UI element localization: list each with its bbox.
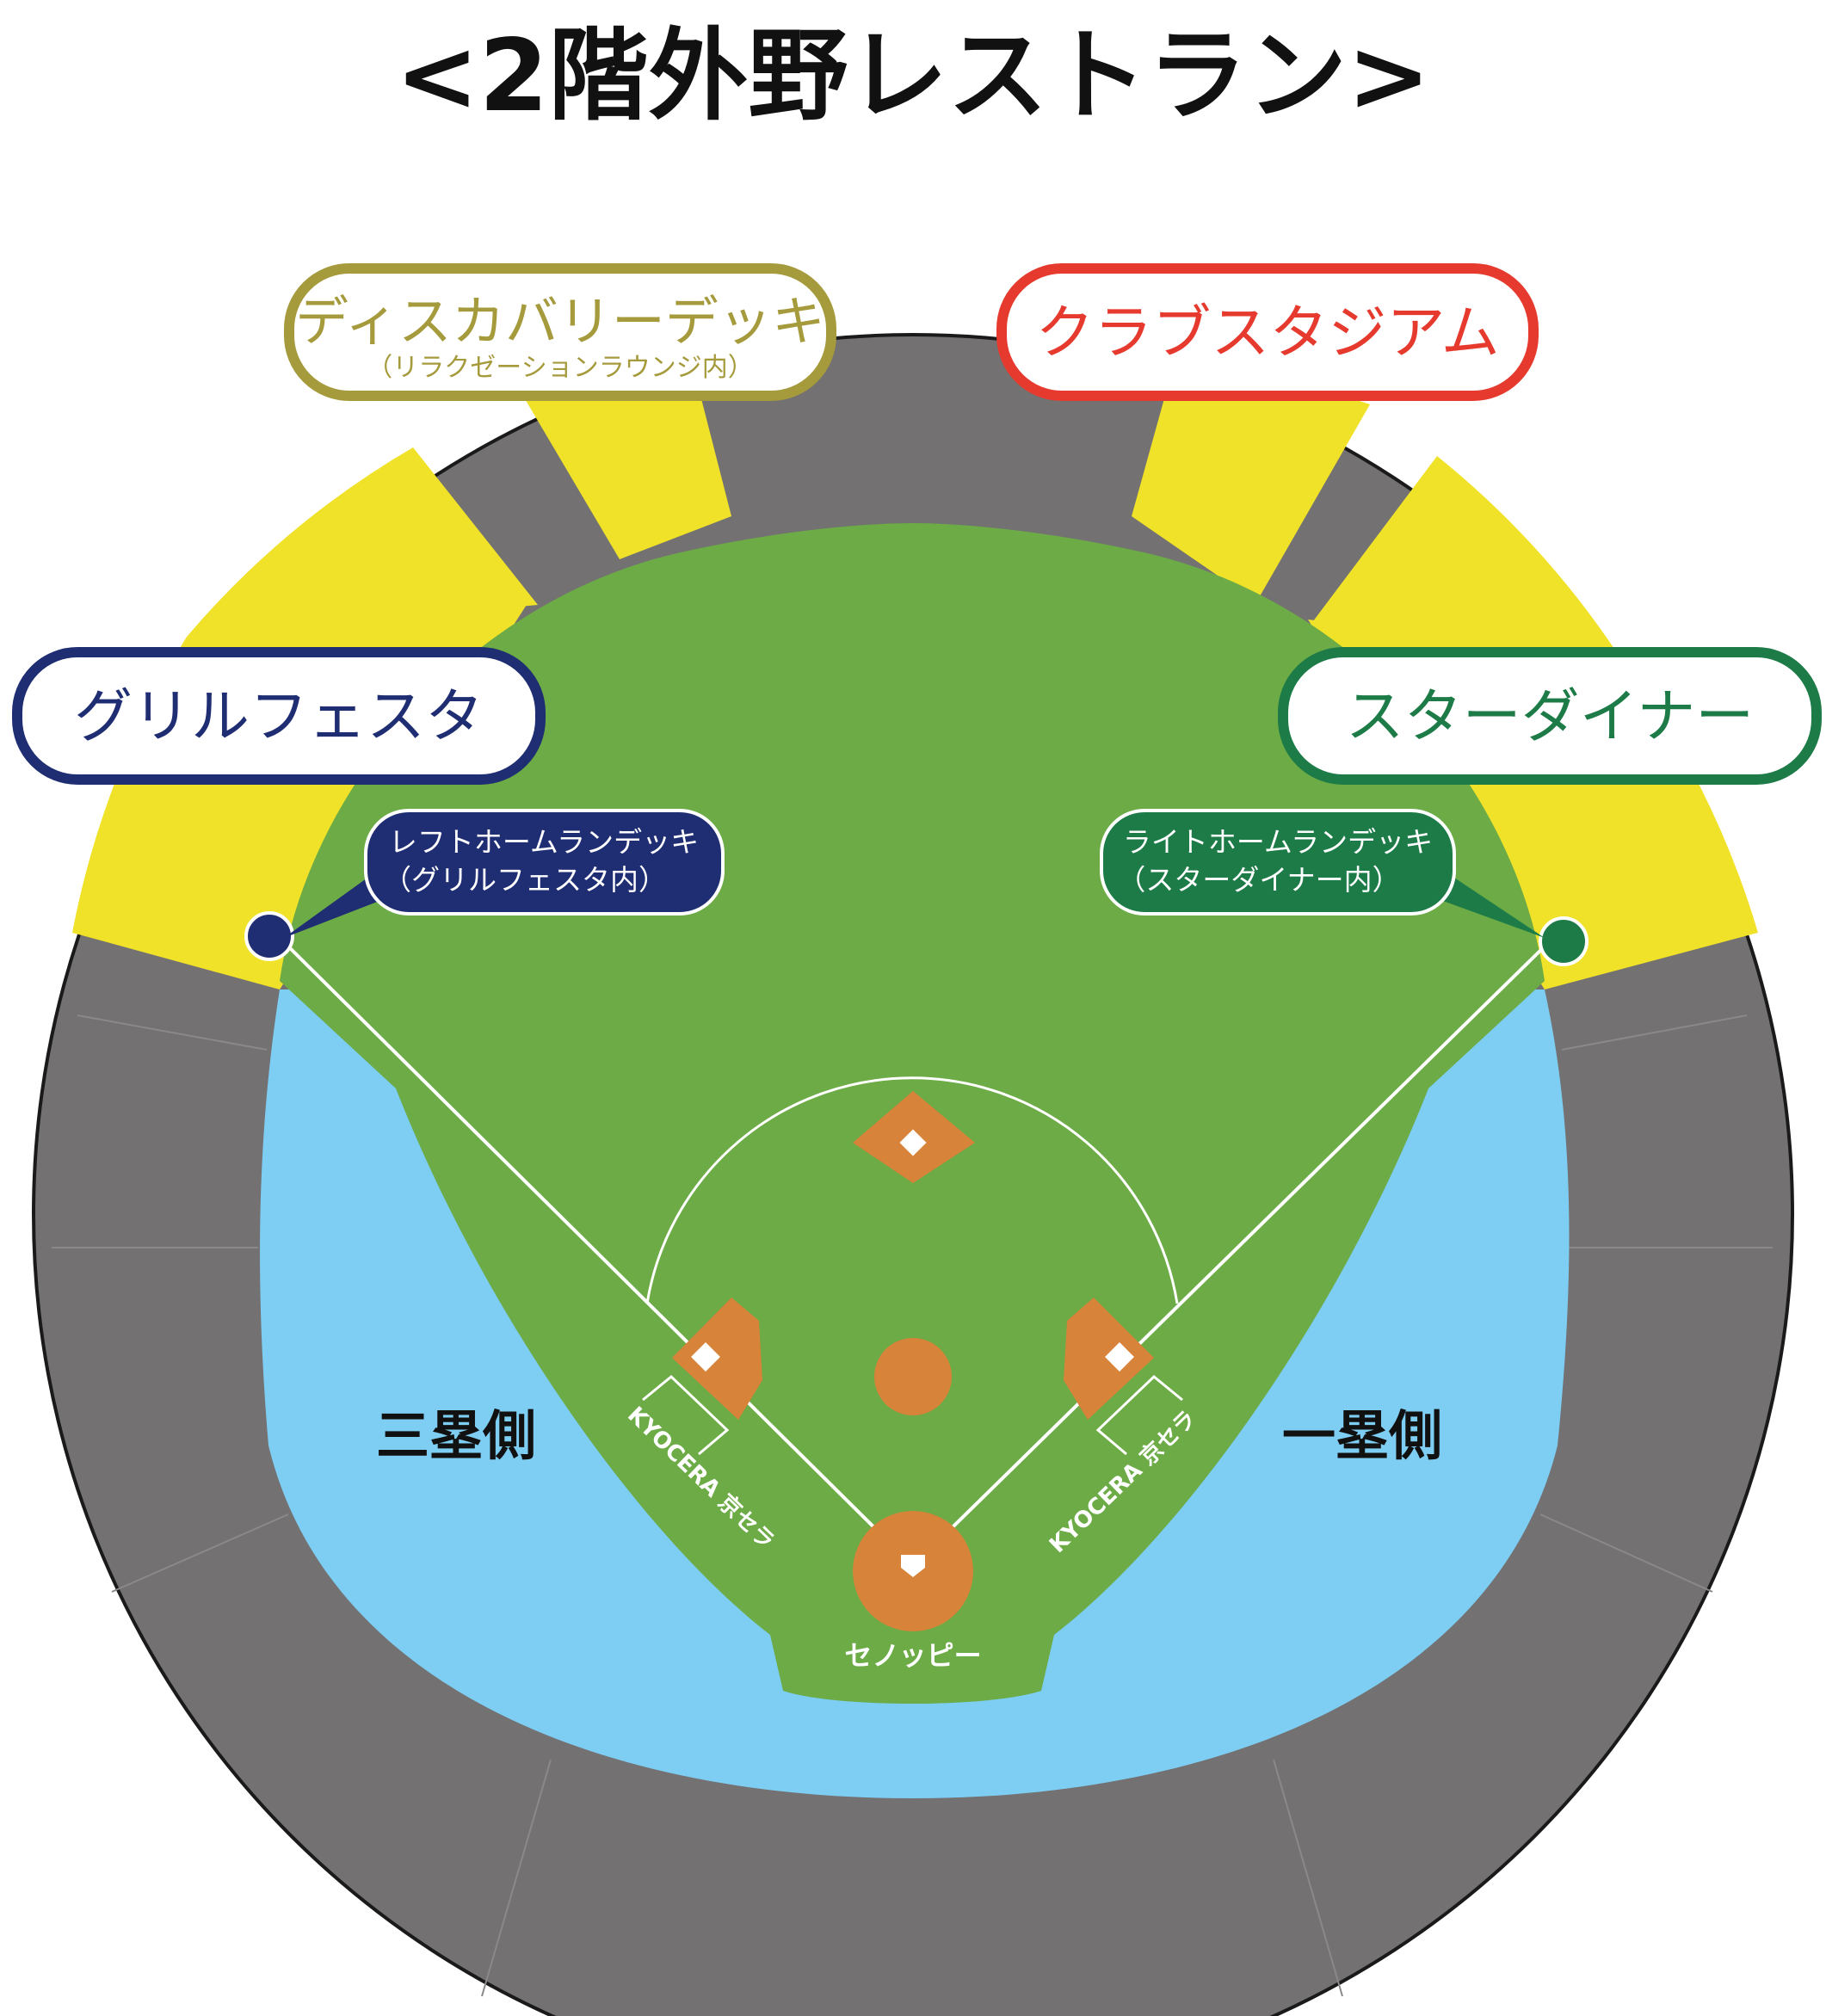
discovery-deck-sub: （リラクゼーションラウンジ内） [367,353,753,383]
right-callout-line1: ライトホームランデッキ [1123,825,1433,859]
left-callout-line2: （グリルフェスタ内） [383,863,667,897]
coach-boxes [642,1374,1183,1456]
second-base [899,1129,927,1156]
first-base [1105,1342,1134,1372]
star-diner-name: スターダイナー [1346,683,1755,751]
home-logo: セノッピー [844,1639,981,1672]
grill-festa-label[interactable]: グリルフェスタ [12,647,546,785]
club-stadium-area-east [1308,456,1618,654]
pitchers-mound [874,1338,952,1415]
club-stadium-name: クラブスタジアム [1035,299,1499,367]
right-homerun-deck-marker[interactable] [1539,916,1588,966]
home-plate [901,1555,925,1577]
left-callout-box [364,809,725,916]
third-base-side-label: 三塁側 [376,1404,536,1467]
club-stadium-label[interactable]: クラブスタジアム [996,263,1539,401]
right-callout-line2: （スターダイナー内） [1117,863,1400,897]
right-callout-box [1100,809,1456,916]
first-base-side-label: 一塁側 [1282,1404,1442,1467]
star-diner-label[interactable]: スターダイナー [1278,647,1822,785]
stand-section-lines [52,1014,1773,1997]
left-callout-line1: レフトホームランデッキ [389,825,699,859]
discovery-deck-area [524,348,731,559]
infield [672,1091,1154,1631]
club-stadium-area [1132,361,1370,602]
discovery-deck-label[interactable]: ディスカバリーデッキ （リラクゼーションラウンジ内） [284,263,836,401]
discovery-deck-area-west [187,447,538,637]
foul-lines [278,936,1555,1568]
right-homerun-deck[interactable]: ライトホームランデッキ （スターダイナー内） [1100,809,1588,966]
left-homerun-deck[interactable]: レフトホームランデッキ （グリルフェスタ内） [244,809,725,961]
infield-arc [645,1076,1179,1304]
discovery-deck-name: ディスカバリーデッキ [295,290,825,353]
grill-festa-name: グリルフェスタ [74,683,484,751]
left-homerun-deck-marker[interactable] [244,911,294,961]
third-base [691,1342,720,1372]
page-title: <2階外野レストラン> [395,18,1430,134]
